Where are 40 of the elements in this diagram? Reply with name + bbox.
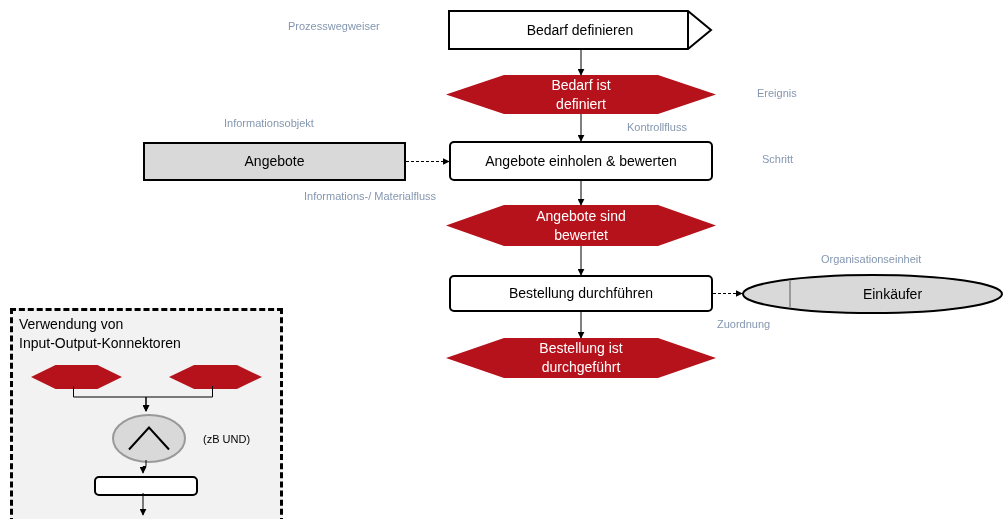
event-text: Bestellung ist durchgeführt (538, 339, 624, 377)
arrow (142, 385, 213, 412)
connector-caption: (zB UND) (203, 431, 251, 447)
arrow (405, 158, 450, 165)
node-text: Einkäufer (862, 284, 923, 304)
arrow (577, 113, 585, 142)
legend-panel (10, 308, 283, 519)
annotation-label: Ereignis (757, 87, 797, 99)
arrow (577, 49, 585, 76)
arrow (577, 180, 585, 206)
node-text: Bestellung durchführen (509, 284, 653, 303)
step-box (449, 141, 713, 181)
annotation-label: Kontrollfluss (627, 121, 687, 133)
annotation-label: Zuordnung (717, 318, 771, 330)
event-hexagon (446, 205, 716, 246)
annotation-label: Prozesswegweiser (288, 20, 380, 32)
information-object-box (143, 142, 406, 181)
annotation-label: Informations-/ Materialfluss (304, 190, 437, 202)
event-hexagon (169, 365, 262, 389)
annotation-label: Informationsobjekt (224, 117, 314, 129)
arrow (577, 311, 585, 339)
node-text: Angebote einholen & bewerten (485, 151, 677, 171)
arrow (577, 245, 585, 276)
node-text: Angebote (244, 152, 305, 171)
organisation-unit-ellipse (742, 274, 1003, 314)
annotation-label: Organisationseinheit (821, 253, 922, 265)
annotation-label: Schritt (762, 153, 794, 165)
event-text: Bedarf ist definiert (550, 75, 612, 114)
arrow (139, 492, 147, 516)
event-text: Angebote sind bewertet (535, 206, 627, 245)
arrow (712, 290, 743, 297)
panel-heading: Verwendung von Input-Output-Konnektoren (19, 315, 182, 353)
node-text: Bedarf definieren (526, 20, 634, 40)
event-hexagon (446, 75, 716, 114)
process-pointer (448, 10, 712, 50)
step-box (94, 476, 198, 496)
step-box (449, 275, 713, 312)
arrow (139, 459, 147, 474)
event-hexagon (31, 365, 122, 389)
event-hexagon (446, 338, 716, 378)
